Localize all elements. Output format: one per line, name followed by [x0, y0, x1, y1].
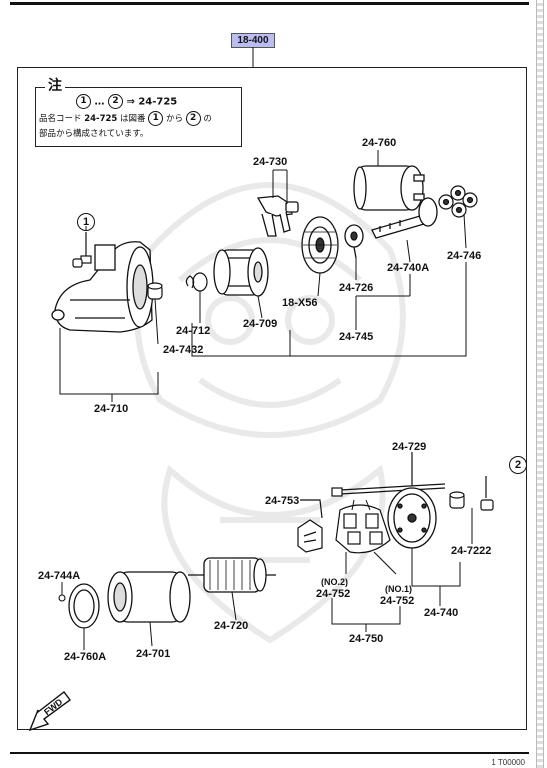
note-ellipsis: … [94, 96, 105, 108]
part-label-24-730[interactable]: 24-730 [253, 156, 288, 168]
note-box: 注 1 … 2 ⇒ 24-725 品名コード 24-725 は図番 1 から 2… [35, 79, 242, 147]
upper-leader-lines [59, 150, 467, 402]
note-text-zuban: は図番 [120, 114, 146, 124]
part-label-24-726[interactable]: 24-726 [339, 282, 374, 294]
part-label-24-7432[interactable]: 24-7432 [163, 344, 204, 356]
note-line-3: 部品から構成されています。 [39, 129, 149, 139]
planetary-gears-24-746 [438, 185, 478, 218]
retainer-24-726 [344, 224, 364, 259]
brush-holder-24-752 [335, 504, 391, 554]
note-line-2: 品名コード 24-725 は図番 1 から 2 の [39, 111, 212, 126]
lower-leader-lines [61, 499, 473, 650]
note-line-1: 1 … 2 ⇒ 24-725 [76, 94, 177, 110]
part-label-24-745[interactable]: 24-745 [339, 331, 374, 343]
bushing-24-7432 [147, 282, 163, 300]
solenoid-switch-24-760 [353, 165, 425, 211]
note-circle-2: 2 [107, 94, 123, 109]
reduction-gear-18-x56 [301, 216, 339, 274]
part-label-24-720[interactable]: 24-720 [214, 620, 249, 632]
note-circle-1: 1 [76, 94, 91, 109]
note-arrow-code: ⇒ 24-725 [126, 96, 178, 108]
part-label-24-753[interactable]: 24-753 [265, 495, 300, 507]
screw-marker-2 [480, 476, 494, 511]
part-label-24-746[interactable]: 24-746 [447, 250, 482, 262]
part-label-18-X56[interactable]: 18-X56 [282, 297, 318, 309]
bushing-24-7222 [449, 491, 465, 509]
note-text-kara: から [165, 114, 183, 124]
part-label-24-752-no2[interactable]: 24-752 [316, 588, 351, 600]
marker-1[interactable]: 1 [77, 213, 95, 231]
part-label-24-752-no1[interactable]: 24-752 [380, 595, 415, 607]
part-label-24-709[interactable]: 24-709 [243, 318, 278, 330]
note-part-code: 24-725 [84, 114, 118, 124]
note-circle-1b: 1 [148, 111, 164, 126]
drive-housing-24-710 [51, 241, 154, 333]
part-note-no2: (NO.2) [321, 577, 348, 587]
overrunning-clutch-24-709 [213, 247, 269, 297]
footer-code: 1 T00000 [491, 758, 525, 767]
brush-spring-24-753 [297, 499, 323, 553]
diagram-frame [17, 67, 527, 730]
armature-24-720 [188, 557, 276, 593]
note-circle-2b: 2 [185, 111, 201, 126]
pinion-shaft-24-740A [371, 197, 438, 239]
marker-2[interactable]: 2 [509, 456, 527, 474]
part-label-24-740A[interactable]: 24-740A [387, 262, 430, 274]
note-text-no: の [203, 114, 212, 124]
part-note-no1: (NO.1) [385, 584, 412, 594]
through-bolt-24-729 [331, 452, 446, 497]
part-label-24-740[interactable]: 24-740 [424, 607, 459, 619]
shift-lever-24-730 [256, 195, 299, 237]
side-binding-strip [536, 0, 544, 768]
bolt-marker-1 [72, 232, 92, 268]
yoke-24-701 [107, 571, 191, 623]
top-rule [10, 2, 529, 5]
part-label-24-760A[interactable]: 24-760A [64, 651, 107, 663]
part-label-24-710[interactable]: 24-710 [94, 403, 129, 415]
part-label-24-750[interactable]: 24-750 [349, 633, 384, 645]
note-text-hinmei: 品名コード [39, 114, 82, 124]
part-label-24-729[interactable]: 24-729 [392, 441, 427, 453]
note-title: 注 [45, 79, 65, 93]
part-label-24-712[interactable]: 24-712 [176, 325, 211, 337]
bottom-rule [10, 752, 529, 754]
part-label-24-7222[interactable]: 24-7222 [451, 545, 492, 557]
part-label-24-760[interactable]: 24-760 [362, 137, 397, 149]
part-label-24-744A[interactable]: 24-744A [38, 570, 81, 582]
part-label-24-701[interactable]: 24-701 [136, 648, 171, 660]
